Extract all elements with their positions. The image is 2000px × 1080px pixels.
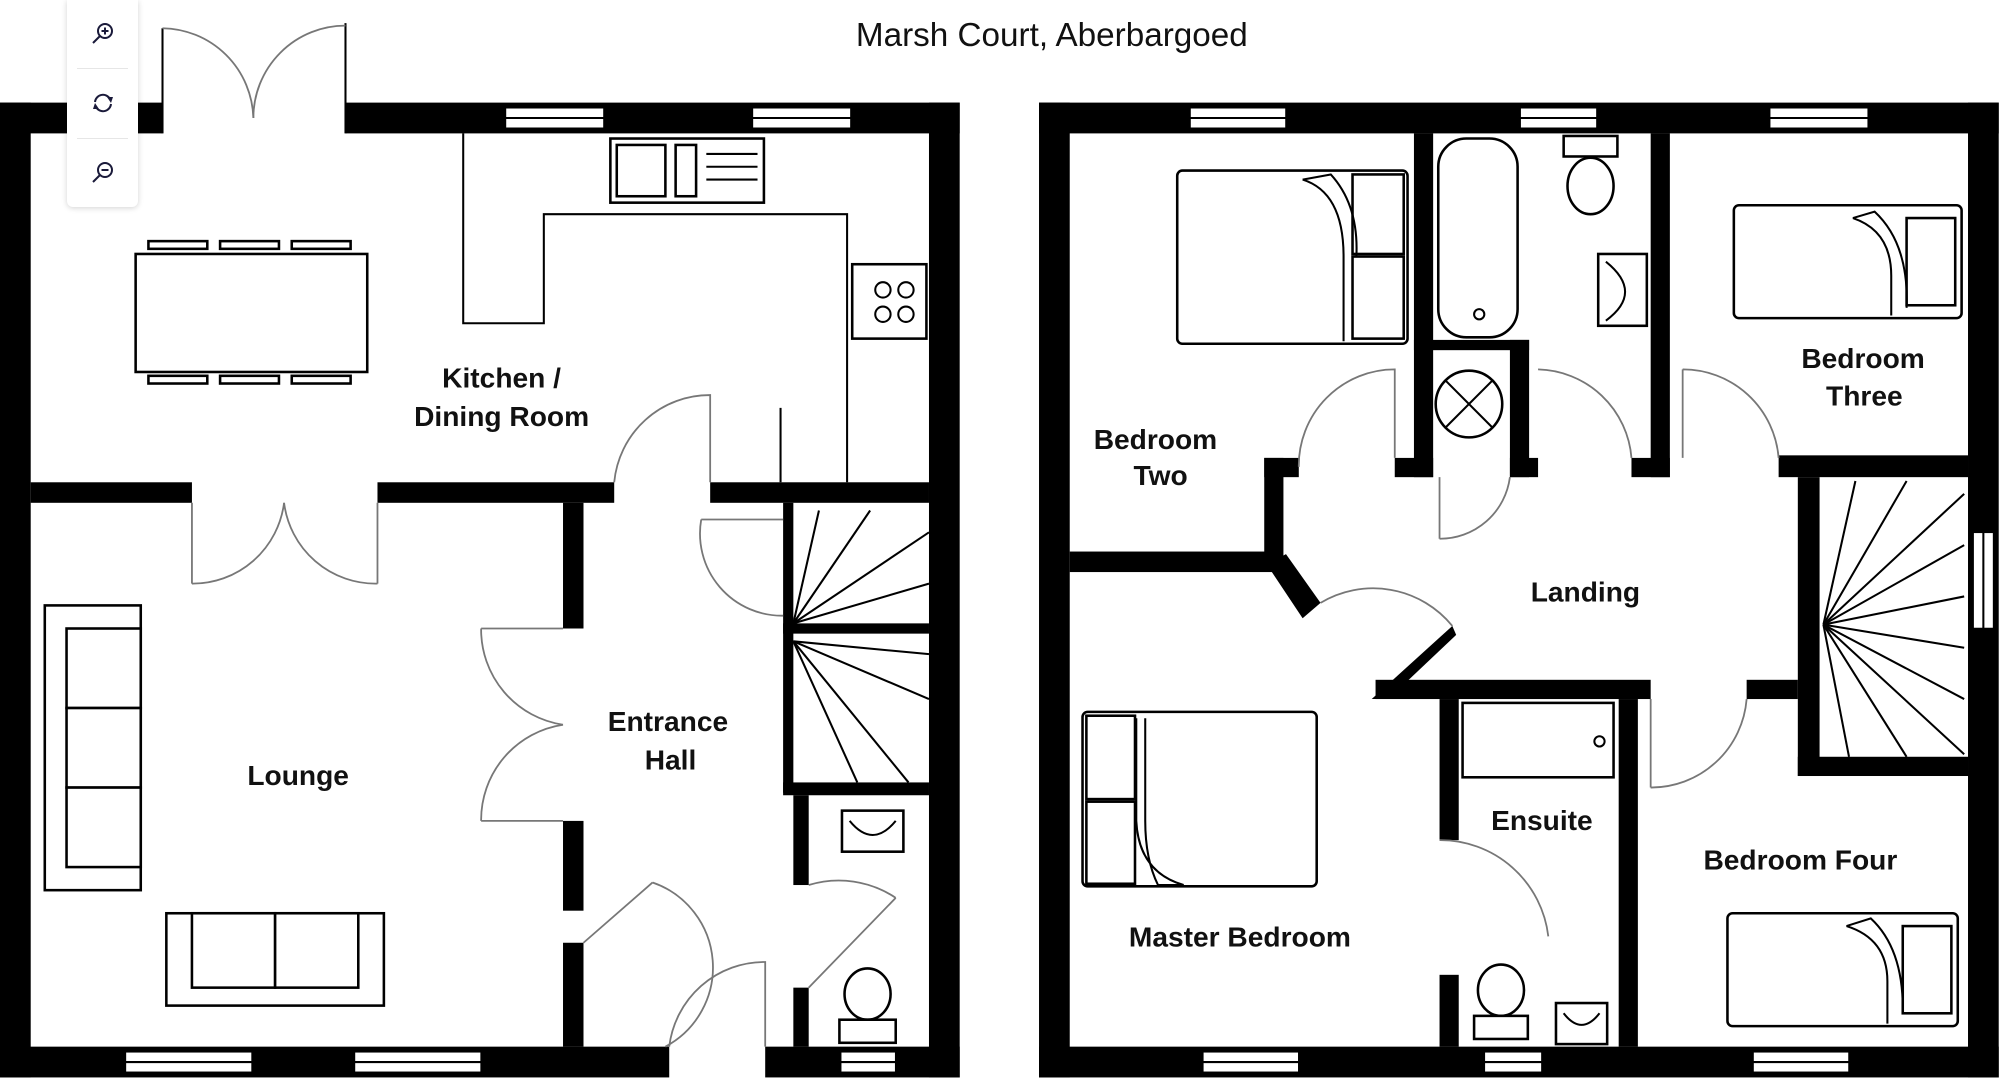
room-label-bedroom-three-2: Three xyxy=(1826,379,1903,411)
shower xyxy=(1461,701,1615,779)
first-doors xyxy=(1297,368,1780,937)
ground-doors xyxy=(161,23,897,1048)
zoom-in-button[interactable] xyxy=(77,0,128,70)
bed xyxy=(1726,911,1960,1028)
zoom-in-icon xyxy=(91,23,113,44)
first-stairs xyxy=(1822,480,1965,758)
ground-walls xyxy=(0,102,960,1078)
kitchen-fittings xyxy=(134,133,928,483)
bed xyxy=(1732,203,1963,320)
rotate-reset-icon xyxy=(92,94,113,113)
zoom-out-icon xyxy=(91,161,113,183)
ground-stairs xyxy=(792,509,930,784)
room-label-bedroom-two-2: Two xyxy=(1133,459,1187,491)
room-label-bedroom-two: Bedroom xyxy=(1094,423,1218,455)
lounge-furniture xyxy=(43,604,386,1007)
ground-floor: Kitchen / Dining Room Lounge Entrance Ha… xyxy=(0,23,960,1078)
room-label-lounge: Lounge xyxy=(247,759,349,791)
room-label-master-bedroom: Master Bedroom xyxy=(1129,921,1351,953)
room-label-landing: Landing xyxy=(1531,576,1640,608)
bath xyxy=(1436,137,1519,339)
bed xyxy=(1081,710,1318,888)
first-floor: Bedroom Two Bedroom Three Landing Master… xyxy=(1039,102,1999,1078)
room-label-hall: Entrance xyxy=(608,705,728,737)
plan-title: Marsh Court, Aberbargoed xyxy=(856,17,1248,54)
first-windows xyxy=(1189,106,1995,1074)
room-label-kitchen: Kitchen / xyxy=(442,361,561,393)
room-label-hall-2: Hall xyxy=(645,744,697,776)
ground-windows xyxy=(124,106,897,1074)
room-label-ensuite: Ensuite xyxy=(1491,804,1593,836)
bed xyxy=(1175,169,1409,346)
dining-table xyxy=(134,252,369,374)
first-furniture xyxy=(1081,134,1963,1046)
reset-view-button[interactable] xyxy=(77,69,128,139)
hob xyxy=(850,262,928,340)
room-label-bedroom-three: Bedroom xyxy=(1801,342,1925,374)
room-label-kitchen-2: Dining Room xyxy=(414,400,589,432)
zoom-out-button[interactable] xyxy=(77,139,128,207)
room-label-bedroom-four: Bedroom Four xyxy=(1703,844,1897,876)
zoom-controls xyxy=(67,0,138,207)
wc-fittings xyxy=(838,809,905,1045)
